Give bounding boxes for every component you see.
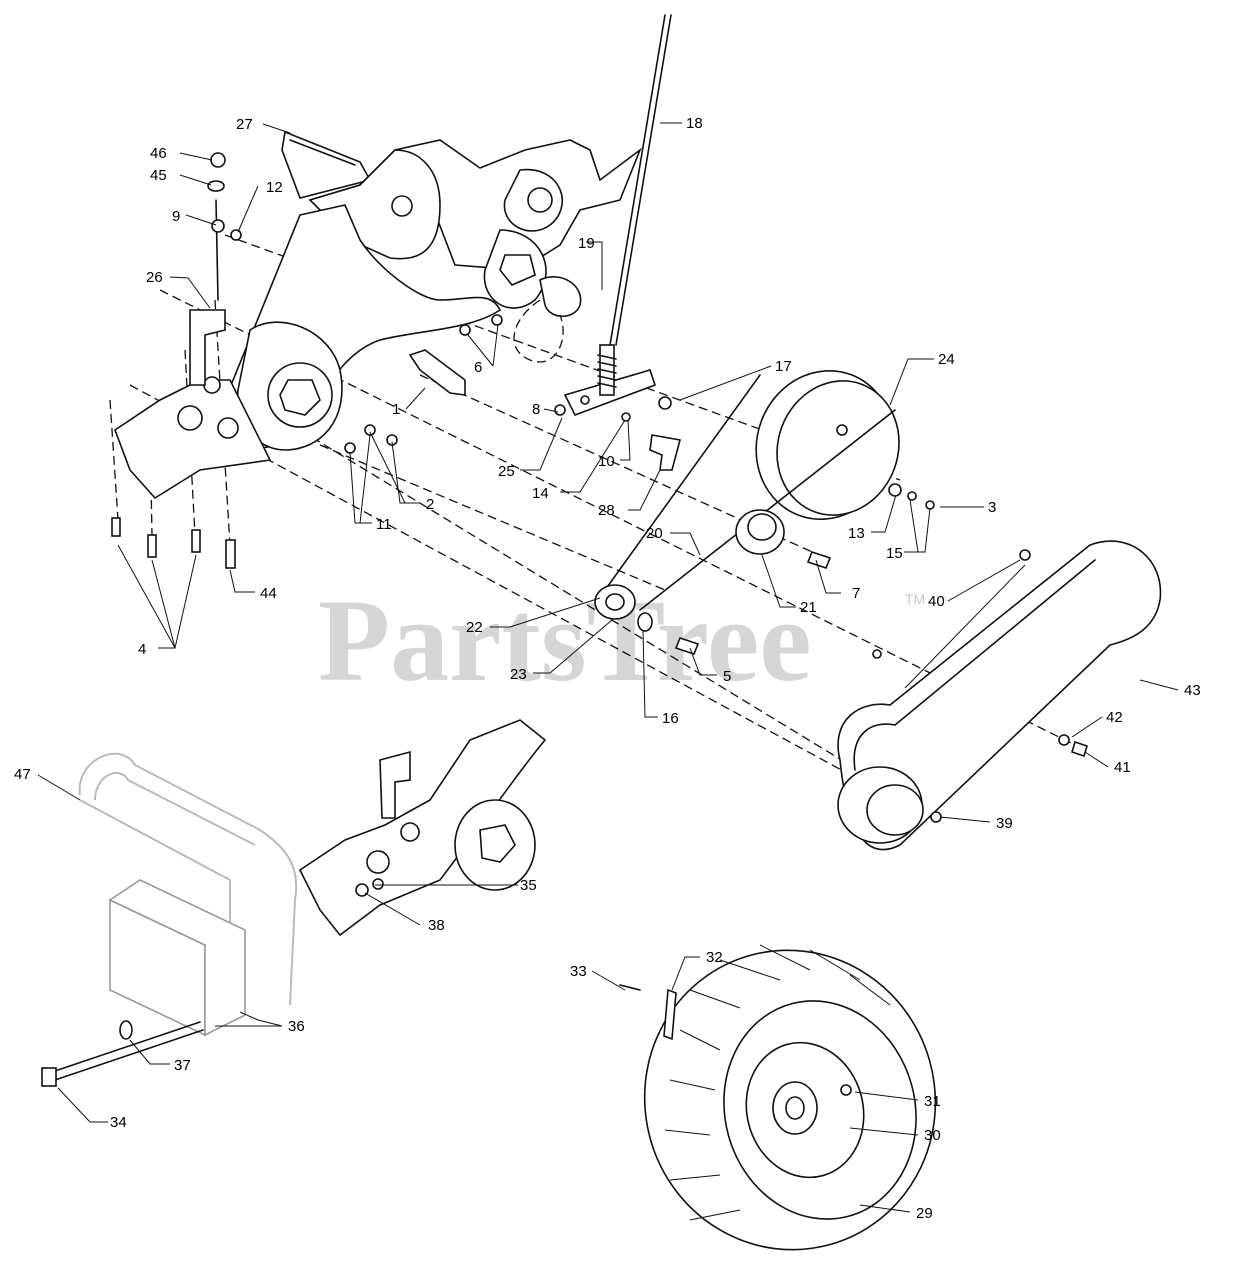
callout-7: 7 [852, 585, 860, 602]
callout-40: 40 [928, 593, 945, 610]
callout-16: 16 [662, 710, 679, 727]
idler-hardware [207, 14, 681, 471]
callout-3: 3 [988, 499, 996, 516]
callout-36: 36 [288, 1018, 305, 1035]
callout-11: 11 [376, 516, 392, 533]
callout-19: 19 [578, 235, 595, 252]
callout-33: 33 [570, 963, 587, 980]
callout-10: 10 [598, 453, 615, 470]
callout-22: 22 [466, 619, 483, 636]
callout-1: 1 [392, 401, 400, 418]
callout-2: 2 [426, 496, 434, 513]
callout-34: 34 [110, 1114, 127, 1131]
callout-30: 30 [924, 1127, 941, 1144]
callout-14: 14 [532, 485, 549, 502]
callout-43: 43 [1184, 682, 1201, 699]
callout-9: 9 [172, 208, 180, 225]
callout-39: 39 [996, 815, 1013, 832]
callout-8: 8 [532, 401, 540, 418]
watermark-text: PartsTree [318, 575, 812, 706]
callout-25: 25 [498, 463, 515, 480]
callout-13: 13 [848, 525, 865, 542]
callout-41: 41 [1114, 759, 1131, 776]
callout-12: 12 [266, 179, 283, 196]
callout-28: 28 [598, 502, 615, 519]
lower-housing [298, 719, 547, 937]
callout-4: 4 [138, 641, 146, 658]
callout-42: 42 [1106, 709, 1123, 726]
callout-47: 47 [14, 766, 31, 783]
callout-26: 26 [146, 269, 163, 286]
callout-23: 23 [510, 666, 527, 683]
callout-32: 32 [706, 949, 723, 966]
callout-6: 6 [474, 359, 482, 376]
watermark-tm: TM [905, 591, 925, 607]
callout-24: 24 [938, 351, 955, 368]
callout-45: 45 [150, 167, 167, 184]
callout-38: 38 [428, 917, 445, 934]
watermark: PartsTree TM [318, 575, 925, 706]
callout-20: 20 [646, 525, 663, 542]
callout-18: 18 [686, 115, 703, 132]
callout-46: 46 [150, 145, 167, 162]
drive-pulleys [594, 369, 935, 655]
callout-17: 17 [775, 358, 792, 375]
callout-31: 31 [924, 1093, 941, 1110]
callout-29: 29 [916, 1205, 933, 1222]
callout-35: 35 [520, 877, 537, 894]
callout-leaders [37, 122, 1179, 1213]
wheel-assembly [619, 944, 937, 1251]
callout-15: 15 [886, 545, 903, 562]
mounting-pins [111, 517, 236, 569]
belt-cover [837, 540, 1162, 851]
callout-37: 37 [174, 1057, 191, 1074]
tiller-housing [114, 130, 642, 500]
callout-44: 44 [260, 585, 277, 602]
bumper [78, 752, 298, 1037]
callout-27: 27 [236, 116, 253, 133]
callout-labels: 27 46 45 12 9 26 18 19 6 1 24 17 8 10 25… [14, 115, 1201, 1222]
callout-21: 21 [800, 599, 817, 616]
hitch-pin [41, 1020, 204, 1087]
callout-5: 5 [723, 668, 731, 685]
